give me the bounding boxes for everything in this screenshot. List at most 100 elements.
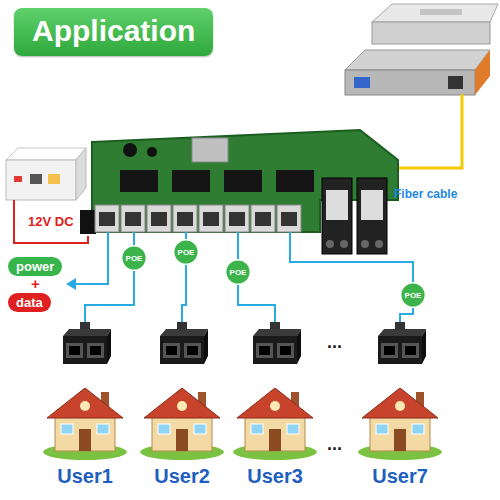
splitter-plug [80,322,90,330]
house [140,388,224,460]
arrow-head [66,278,76,290]
splitter-top [378,329,426,336]
splitter-top [63,329,111,336]
user-house: User7 [355,322,445,488]
network-cable [237,232,239,259]
network-cable [185,232,187,239]
door [176,429,188,451]
converter-top [345,50,490,70]
poe-badge: POE [400,282,426,308]
splitter [160,322,208,364]
splitter-port [277,343,294,358]
splitter-body [160,336,204,364]
splitter-port [256,343,273,358]
splitter-side [297,329,301,364]
rj45-port [173,205,197,232]
splitter-plug [395,322,405,330]
power-jack [80,210,96,234]
badge-text: POE [230,268,247,277]
user-name: User7 [372,465,428,488]
user-name: User3 [247,465,303,488]
splitter-side [204,329,208,364]
chip [276,170,314,192]
user-house: User1 [40,322,130,488]
gable-window [80,401,90,411]
plus-sign: + [31,276,40,292]
port-opening [177,212,193,226]
network-cable [74,232,108,284]
chip [172,170,210,192]
splitter-plug [177,322,187,330]
window [97,424,109,434]
port-opening [90,346,101,355]
user-house: User2 [137,322,227,488]
house [43,388,127,460]
port-opening [281,212,297,226]
port-opening [125,212,141,226]
port-opening [69,346,80,355]
house [358,388,442,460]
port-opening [166,346,177,355]
converter-front [345,70,475,95]
splitter-port [66,343,83,358]
network-cable [85,271,134,322]
adapter-led [14,176,22,182]
port-opening [151,212,167,226]
sfp-port [361,240,369,248]
rj45-port [251,205,275,232]
splitter [253,322,301,364]
roof [47,388,123,418]
rj45-port [95,205,119,232]
badge-circle [226,260,250,284]
capacitor [147,147,157,157]
voltage-label: 12V DC [28,214,74,230]
network-cable [400,308,413,322]
house [233,388,317,460]
window [158,424,170,434]
rj45-port [121,205,145,232]
adapter-port [48,174,60,184]
badge-circle [122,246,146,270]
network-cable [238,285,275,322]
splitter-port [381,343,398,358]
port-opening [187,346,198,355]
splitter-port [87,343,104,358]
house-wall [370,414,430,451]
converter-front [372,22,490,44]
roof [362,388,438,418]
gable-window [395,401,405,411]
poe-badge: POE [225,259,251,285]
user-name: User1 [57,465,113,488]
user-house: User3 [230,322,320,488]
port-opening [203,212,219,226]
house-wall [245,414,305,451]
heat-sink [192,138,228,162]
poe-badge: POE [121,245,147,271]
window [251,424,263,434]
converter-top [372,4,498,22]
roof [237,388,313,418]
splitter [378,322,426,364]
adapter-side [76,148,86,200]
splitter-top [253,329,301,336]
ellipsis: ... [327,334,342,350]
power-tag: power [8,257,62,276]
badge-circle [401,283,425,307]
badge-text: POE [126,254,143,263]
splitter-body [253,336,297,364]
adapter-top [6,148,86,160]
user-name: User2 [154,465,210,488]
network-cable [133,232,135,245]
chip [120,170,158,192]
network-cable [182,265,186,322]
rj45-port [225,205,249,232]
tag-text: data [16,295,43,310]
door [79,429,91,451]
splitter-port [402,343,419,358]
rj45-port [448,76,463,89]
sfp-port [340,240,348,248]
gable-window [270,401,280,411]
splitter-body [378,336,422,364]
